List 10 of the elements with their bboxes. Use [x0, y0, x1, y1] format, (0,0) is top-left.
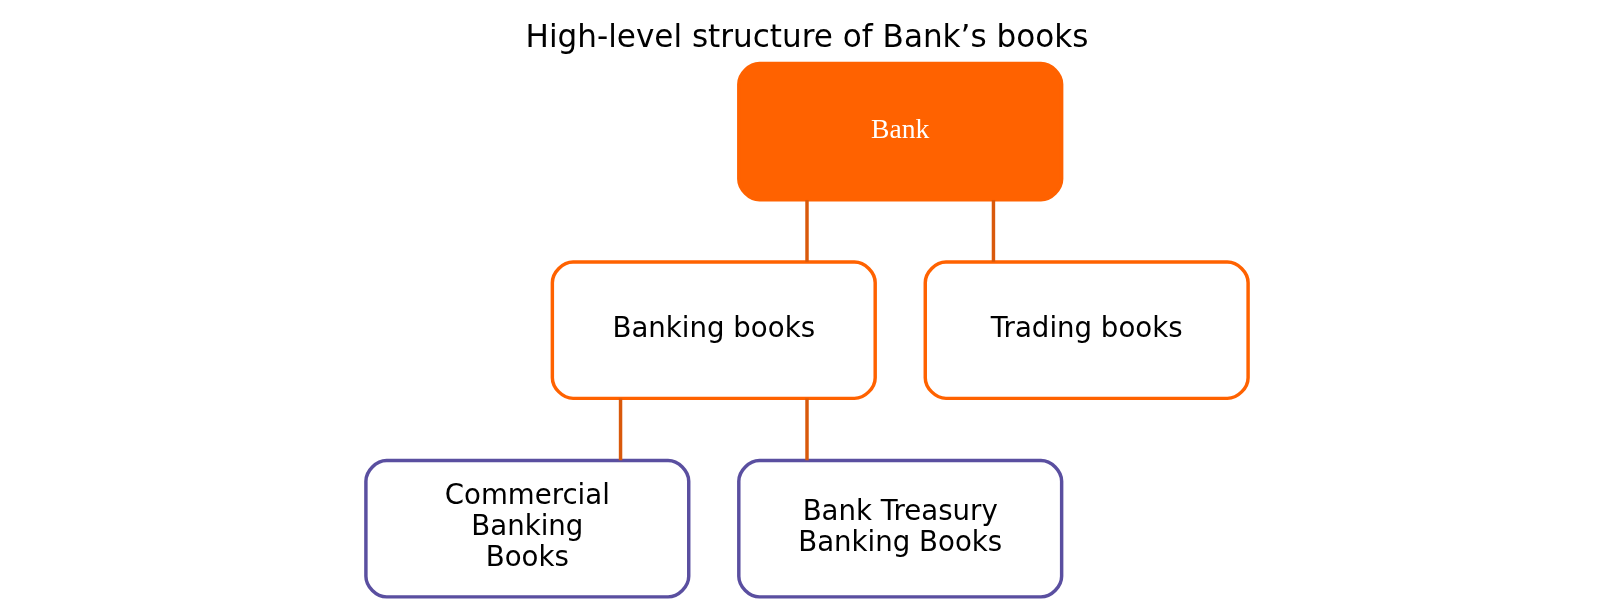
- node-box: Bank: [737, 61, 1064, 202]
- connector: [805, 398, 809, 461]
- node-box: Banking books: [550, 260, 877, 401]
- node-box: Commercial Banking Books: [364, 458, 691, 599]
- diagram-title: High-level structure of Bank’s books: [525, 17, 1089, 54]
- node-box: Trading books: [923, 260, 1250, 401]
- connector: [991, 199, 996, 262]
- node-box: Bank Treasury Banking Books: [737, 458, 1064, 599]
- connector: [618, 398, 623, 461]
- connector: [805, 199, 809, 262]
